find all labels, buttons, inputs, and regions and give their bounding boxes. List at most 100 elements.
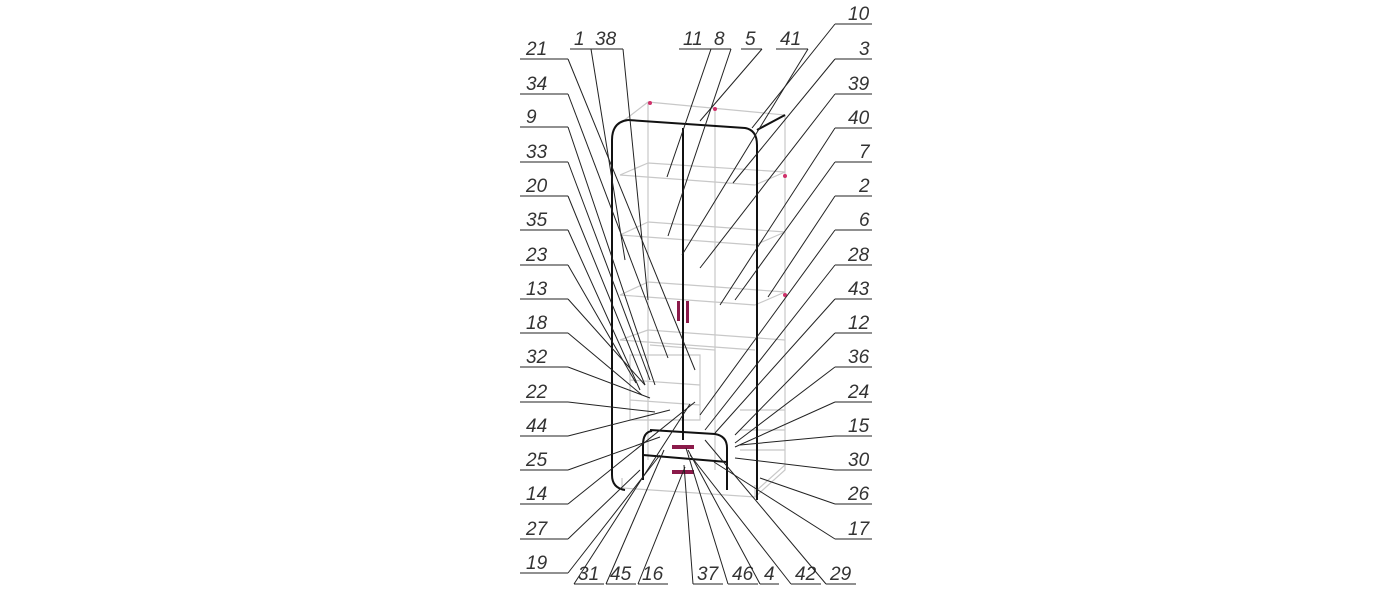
callout-7: 7 bbox=[734, 142, 872, 301]
leader-line bbox=[687, 449, 761, 585]
leader-line bbox=[734, 366, 836, 444]
callout-label: 40 bbox=[848, 108, 870, 129]
callout-37: 37 bbox=[683, 464, 723, 585]
callout-label: 46 bbox=[732, 564, 754, 585]
callout-3: 3 bbox=[732, 39, 872, 184]
leader-line bbox=[699, 48, 763, 122]
leader-line bbox=[637, 466, 686, 585]
callout-30: 30 bbox=[734, 450, 872, 471]
leader-line bbox=[567, 264, 637, 384]
callout-label: 23 bbox=[525, 245, 548, 266]
callout-11: 11 bbox=[666, 29, 712, 178]
callout-label: 15 bbox=[848, 416, 870, 437]
callout-label: 3 bbox=[859, 39, 870, 60]
callout-45: 45 bbox=[605, 449, 665, 585]
callout-31: 31 bbox=[573, 403, 691, 585]
leader-line bbox=[714, 298, 836, 434]
callout-44: 44 bbox=[520, 409, 671, 437]
leader-line bbox=[567, 126, 656, 386]
callout-label: 26 bbox=[847, 484, 870, 505]
callout-label: 39 bbox=[848, 74, 870, 95]
leader-line bbox=[567, 93, 669, 359]
leader-line bbox=[732, 58, 836, 184]
leader-line bbox=[699, 229, 836, 416]
callout-10: 10 bbox=[751, 4, 872, 129]
callout-39: 39 bbox=[699, 74, 872, 269]
callout-22: 22 bbox=[520, 382, 656, 413]
leader-line bbox=[567, 401, 656, 413]
callout-34: 34 bbox=[520, 74, 669, 359]
leader-line bbox=[734, 332, 836, 436]
callout-18: 18 bbox=[520, 313, 643, 396]
callout-14: 14 bbox=[520, 401, 696, 505]
leader-line bbox=[567, 195, 646, 386]
leader-line bbox=[683, 464, 694, 585]
callout-label: 7 bbox=[859, 142, 871, 163]
callout-label: 9 bbox=[526, 107, 537, 128]
leader-line bbox=[567, 161, 651, 381]
callout-15: 15 bbox=[739, 416, 872, 446]
callout-23: 23 bbox=[520, 245, 637, 384]
leader-line bbox=[667, 48, 732, 237]
callout-label: 24 bbox=[847, 382, 869, 403]
callout-label: 6 bbox=[859, 210, 870, 231]
door-handle bbox=[677, 301, 689, 323]
callout-1: 1 bbox=[570, 29, 626, 261]
callout-2: 2 bbox=[767, 176, 872, 298]
callout-label: 12 bbox=[848, 313, 870, 334]
leader-line bbox=[573, 403, 691, 585]
callout-label: 45 bbox=[610, 564, 632, 585]
callout-label: 17 bbox=[848, 519, 871, 540]
leader-line bbox=[699, 93, 836, 269]
door-outline bbox=[627, 119, 758, 500]
leader-line bbox=[734, 457, 836, 471]
callout-label: 35 bbox=[526, 210, 548, 231]
callout-label: 10 bbox=[848, 4, 870, 25]
leader-line bbox=[567, 409, 671, 437]
callout-label: 1 bbox=[574, 29, 585, 50]
callout-6: 6 bbox=[699, 210, 872, 416]
leader-line bbox=[685, 447, 729, 585]
leader-line bbox=[605, 449, 665, 585]
callout-label: 5 bbox=[745, 29, 756, 50]
callout-43: 43 bbox=[714, 279, 872, 434]
leader-line bbox=[689, 454, 792, 585]
wardrobe-drawing bbox=[611, 101, 787, 500]
callout-36: 36 bbox=[734, 347, 872, 444]
callout-24: 24 bbox=[734, 382, 872, 448]
callout-42: 42 bbox=[689, 454, 821, 585]
callout-33: 33 bbox=[520, 142, 651, 381]
leader-line bbox=[567, 58, 696, 371]
callout-28: 28 bbox=[704, 245, 872, 431]
callout-label: 11 bbox=[683, 29, 703, 50]
callout-8: 8 bbox=[667, 29, 732, 237]
callout-4: 4 bbox=[687, 449, 779, 585]
leader-line bbox=[567, 298, 646, 386]
callout-label: 4 bbox=[764, 564, 775, 585]
callout-19: 19 bbox=[520, 454, 661, 574]
callout-9: 9 bbox=[520, 107, 656, 386]
callout-35: 35 bbox=[520, 210, 641, 391]
callout-label: 43 bbox=[848, 279, 870, 300]
leader-line bbox=[567, 229, 641, 391]
callout-label: 42 bbox=[795, 564, 817, 585]
leader-line bbox=[567, 332, 643, 396]
leader-line bbox=[751, 23, 836, 129]
callout-label: 41 bbox=[780, 29, 801, 50]
callout-27: 27 bbox=[520, 469, 641, 540]
callout-label: 33 bbox=[526, 142, 548, 163]
callout-46: 46 bbox=[685, 447, 758, 585]
callout-label: 30 bbox=[848, 450, 870, 471]
leader-line bbox=[739, 435, 836, 446]
callout-label: 25 bbox=[525, 450, 548, 471]
callout-29: 29 bbox=[704, 439, 856, 585]
leader-line bbox=[759, 477, 836, 505]
callout-32: 32 bbox=[520, 347, 651, 399]
callout-label: 14 bbox=[526, 484, 547, 505]
drawer-outline bbox=[642, 429, 728, 490]
leader-line bbox=[567, 401, 696, 505]
callout-25: 25 bbox=[520, 436, 661, 471]
callout-label: 37 bbox=[697, 564, 720, 585]
callout-label: 34 bbox=[526, 74, 547, 95]
callouts: 2134933203523131832224425142719103394072… bbox=[520, 4, 872, 585]
